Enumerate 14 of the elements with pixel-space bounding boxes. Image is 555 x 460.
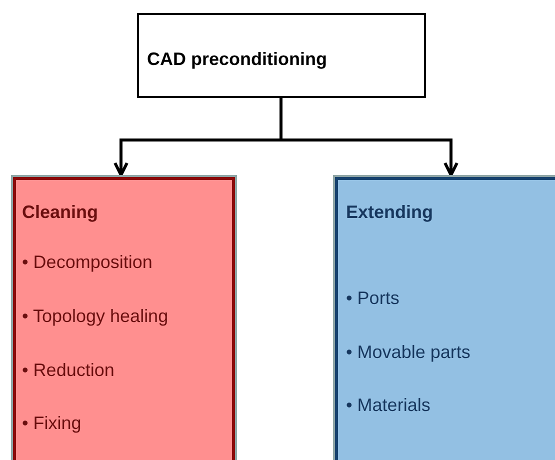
list-item: • Movable parts [346, 342, 470, 363]
process-box [137, 13, 426, 98]
list-item: • Materials [346, 395, 430, 416]
list-item: • Reduction [22, 360, 114, 381]
heading: Extending [346, 202, 434, 223]
heading: Cleaning [22, 202, 98, 223]
category-box [13, 177, 235, 460]
heading: CAD preconditioning [147, 49, 327, 70]
list-item: • Ports [346, 288, 400, 309]
category-box [335, 177, 555, 460]
arrow [280, 98, 458, 176]
list-item: • Topology healing [22, 306, 168, 327]
list-item: • Fixing [22, 413, 82, 434]
list-item: • Decomposition [22, 252, 152, 273]
